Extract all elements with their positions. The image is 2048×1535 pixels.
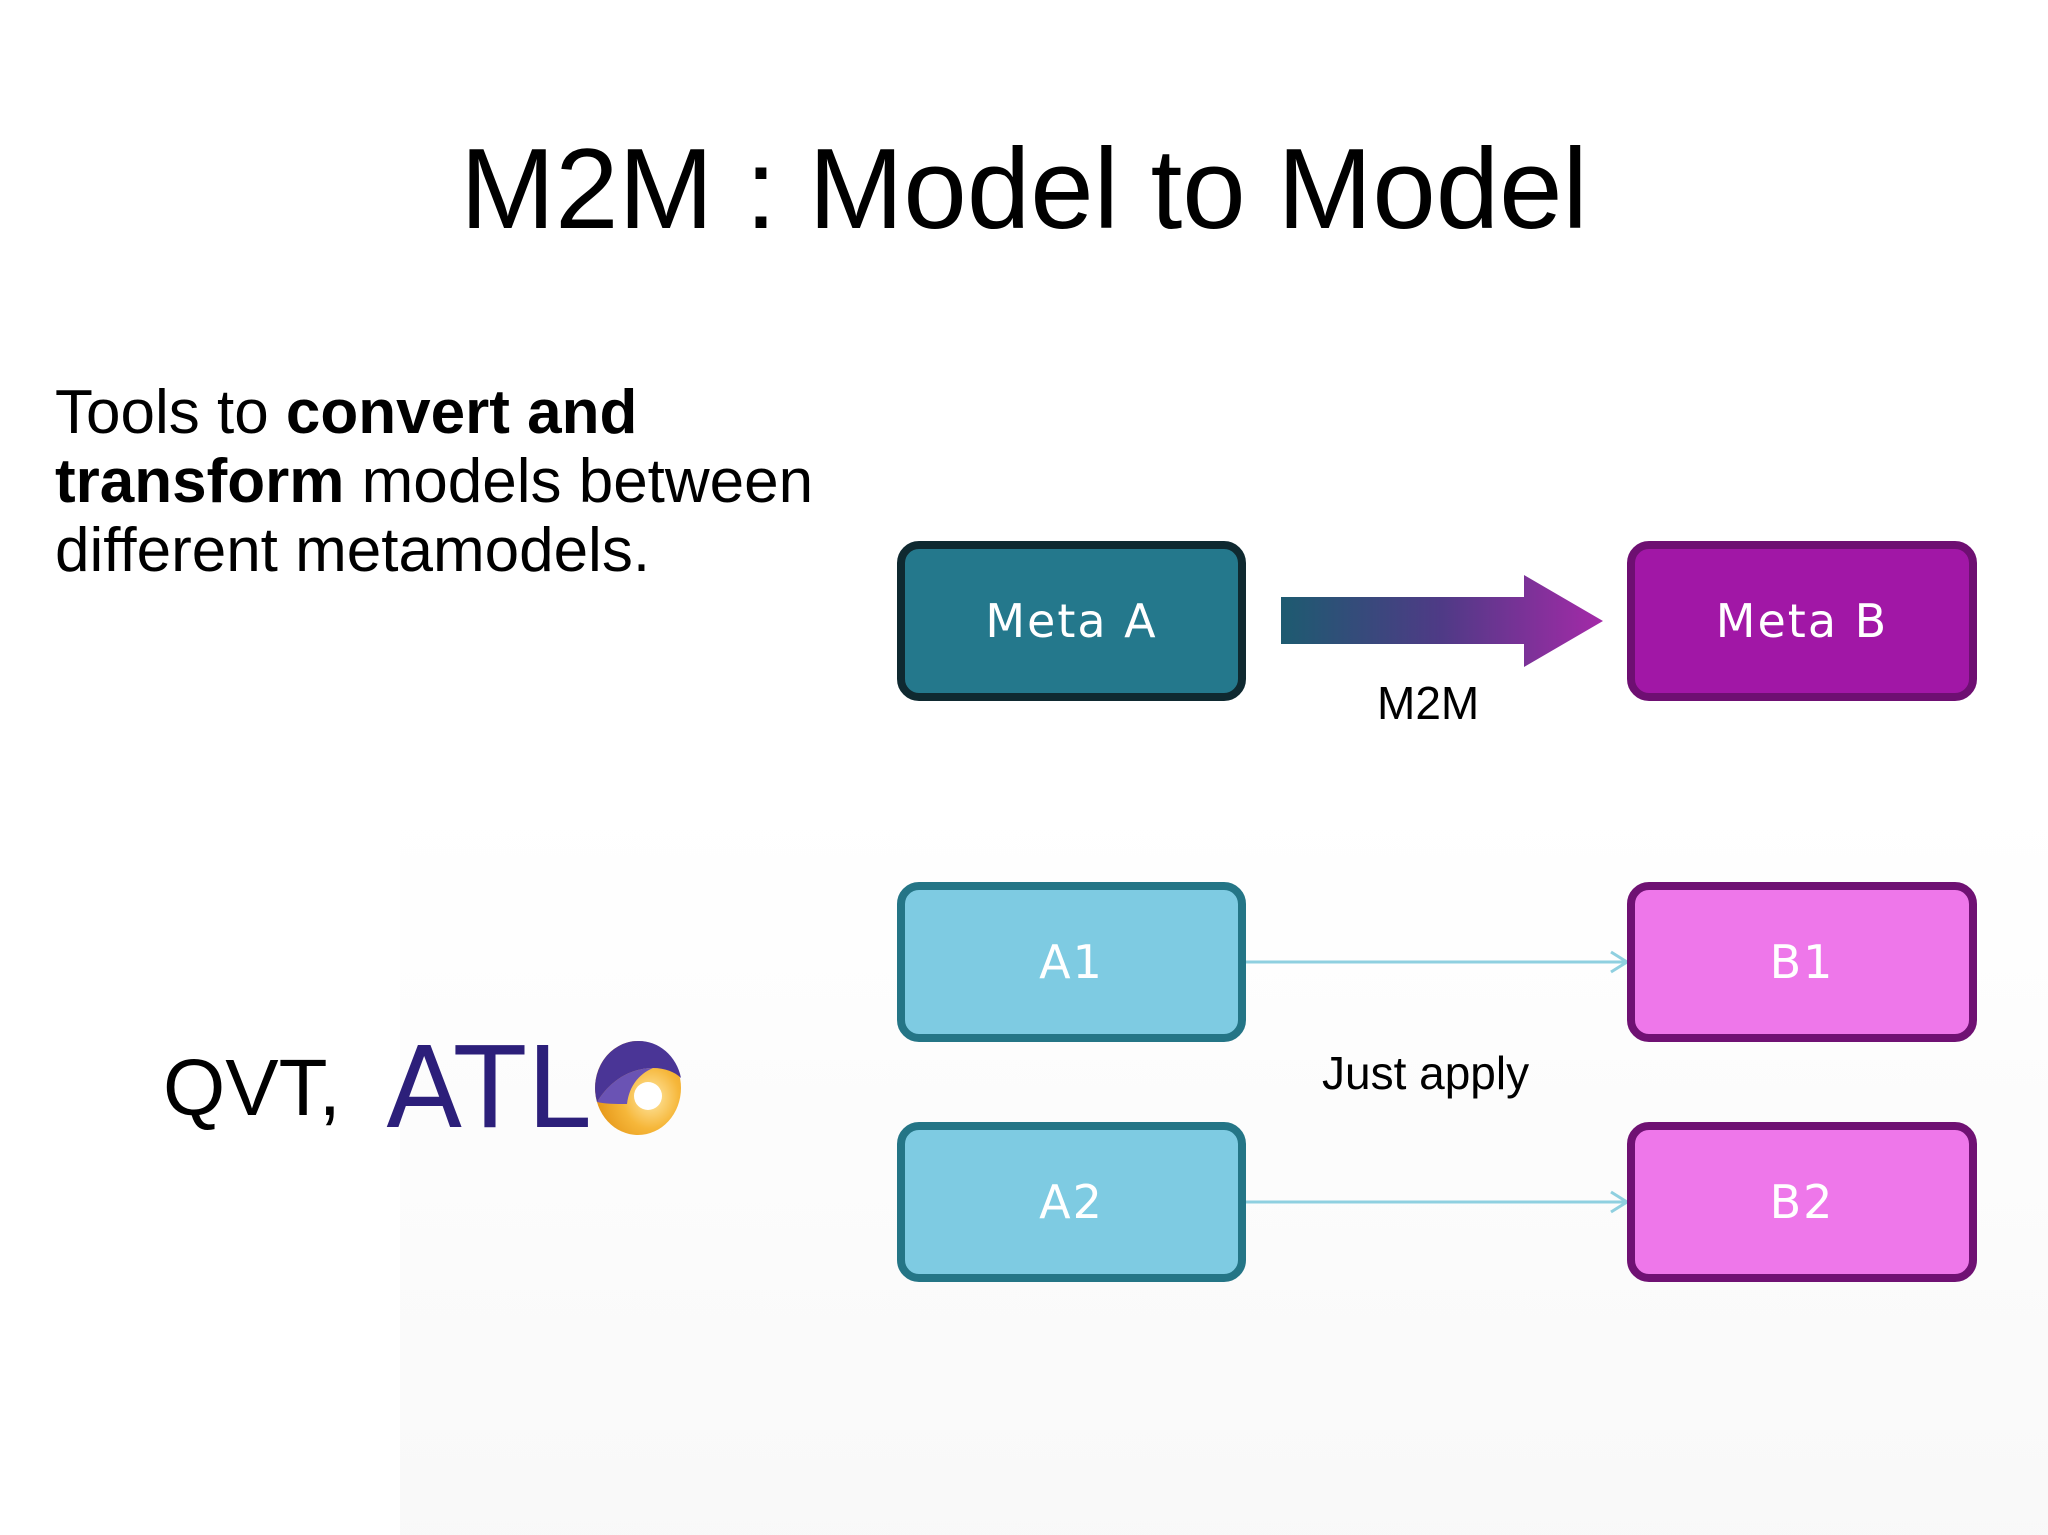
node-meta-a-label: Meta A	[985, 594, 1158, 648]
intro-text: Tools to convert and transform models be…	[55, 378, 855, 585]
a2-b2-connector	[1246, 1190, 1630, 1214]
node-b1: B1	[1627, 882, 1977, 1042]
tools-label: QVT,	[163, 1043, 341, 1132]
intro-part-2: models between different metamodels.	[55, 447, 814, 585]
slide-title: M2M : Model to Model	[460, 126, 1588, 253]
a1-b1-connector	[1246, 950, 1630, 974]
node-a2-label: A2	[1039, 1175, 1104, 1229]
node-a1-label: A1	[1039, 935, 1104, 989]
node-a2: A2	[897, 1122, 1246, 1282]
node-meta-b-label: Meta B	[1715, 594, 1889, 648]
node-a1: A1	[897, 882, 1246, 1042]
tools-row: QVT, ATL	[163, 1018, 686, 1158]
node-meta-b: Meta B	[1627, 541, 1977, 701]
m2m-arrow	[1281, 575, 1603, 667]
atl-logo-text: ATL	[385, 1024, 591, 1154]
intro-part-1: Tools to	[55, 378, 286, 447]
node-b2: B2	[1627, 1122, 1977, 1282]
intro-bold: convert and transform	[55, 378, 638, 516]
atl-swirl-icon	[594, 1040, 681, 1135]
atl-logo: ATL	[386, 1023, 686, 1153]
node-b1-label: B1	[1769, 935, 1835, 989]
just-apply-label: Just apply	[1322, 1047, 1530, 1099]
node-b2-label: B2	[1769, 1175, 1835, 1229]
m2m-edge-label: M2M	[1377, 677, 1480, 729]
node-meta-a: Meta A	[897, 541, 1246, 701]
